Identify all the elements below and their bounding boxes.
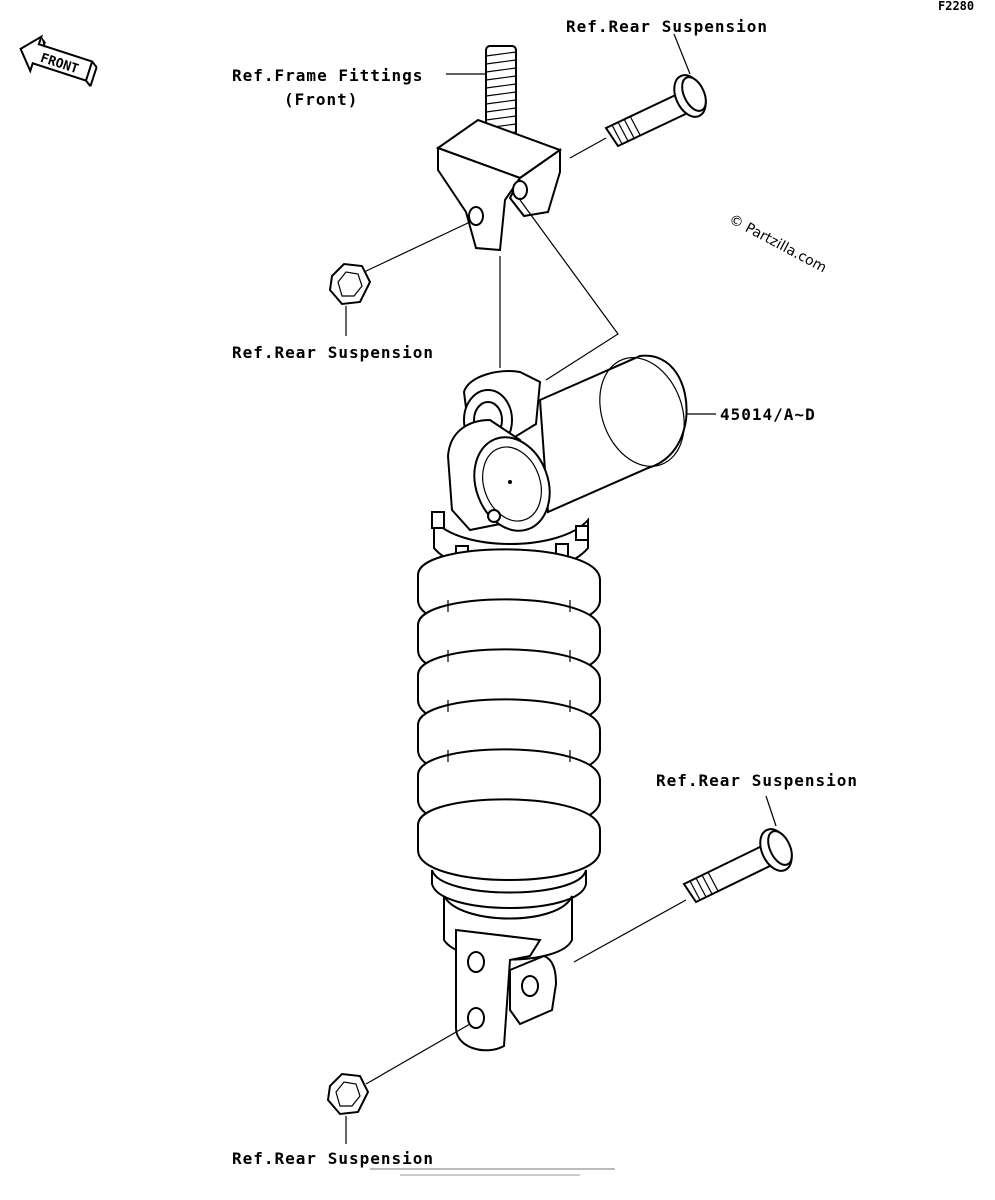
top-nut	[328, 262, 372, 306]
label-frame-fittings-front: (Front)	[284, 90, 358, 109]
label-part-number: 45014/A~D	[720, 405, 816, 424]
label-rear-suspension-top-nut: Ref.Rear Suspension	[232, 343, 434, 362]
bottom-bolt	[682, 828, 793, 904]
watermark: © Partzilla.com	[726, 211, 829, 276]
fine-print	[370, 1168, 615, 1176]
diagram-code: F2280	[938, 0, 974, 13]
front-arrow-icon: FRONT	[19, 34, 98, 87]
leader-lines	[345, 33, 777, 1144]
frame-fitting-bracket	[435, 45, 563, 252]
label-rear-suspension-bottom-nut: Ref.Rear Suspension	[232, 1149, 434, 1168]
label-rear-suspension-bottom-bolt: Ref.Rear Suspension	[656, 771, 858, 790]
label-frame-fittings: Ref.Frame Fittings	[232, 66, 423, 85]
shock-absorber	[417, 354, 688, 1052]
label-rear-suspension-top-bolt: Ref.Rear Suspension	[566, 17, 768, 36]
bottom-nut	[326, 1072, 370, 1116]
top-bolt	[604, 74, 707, 148]
